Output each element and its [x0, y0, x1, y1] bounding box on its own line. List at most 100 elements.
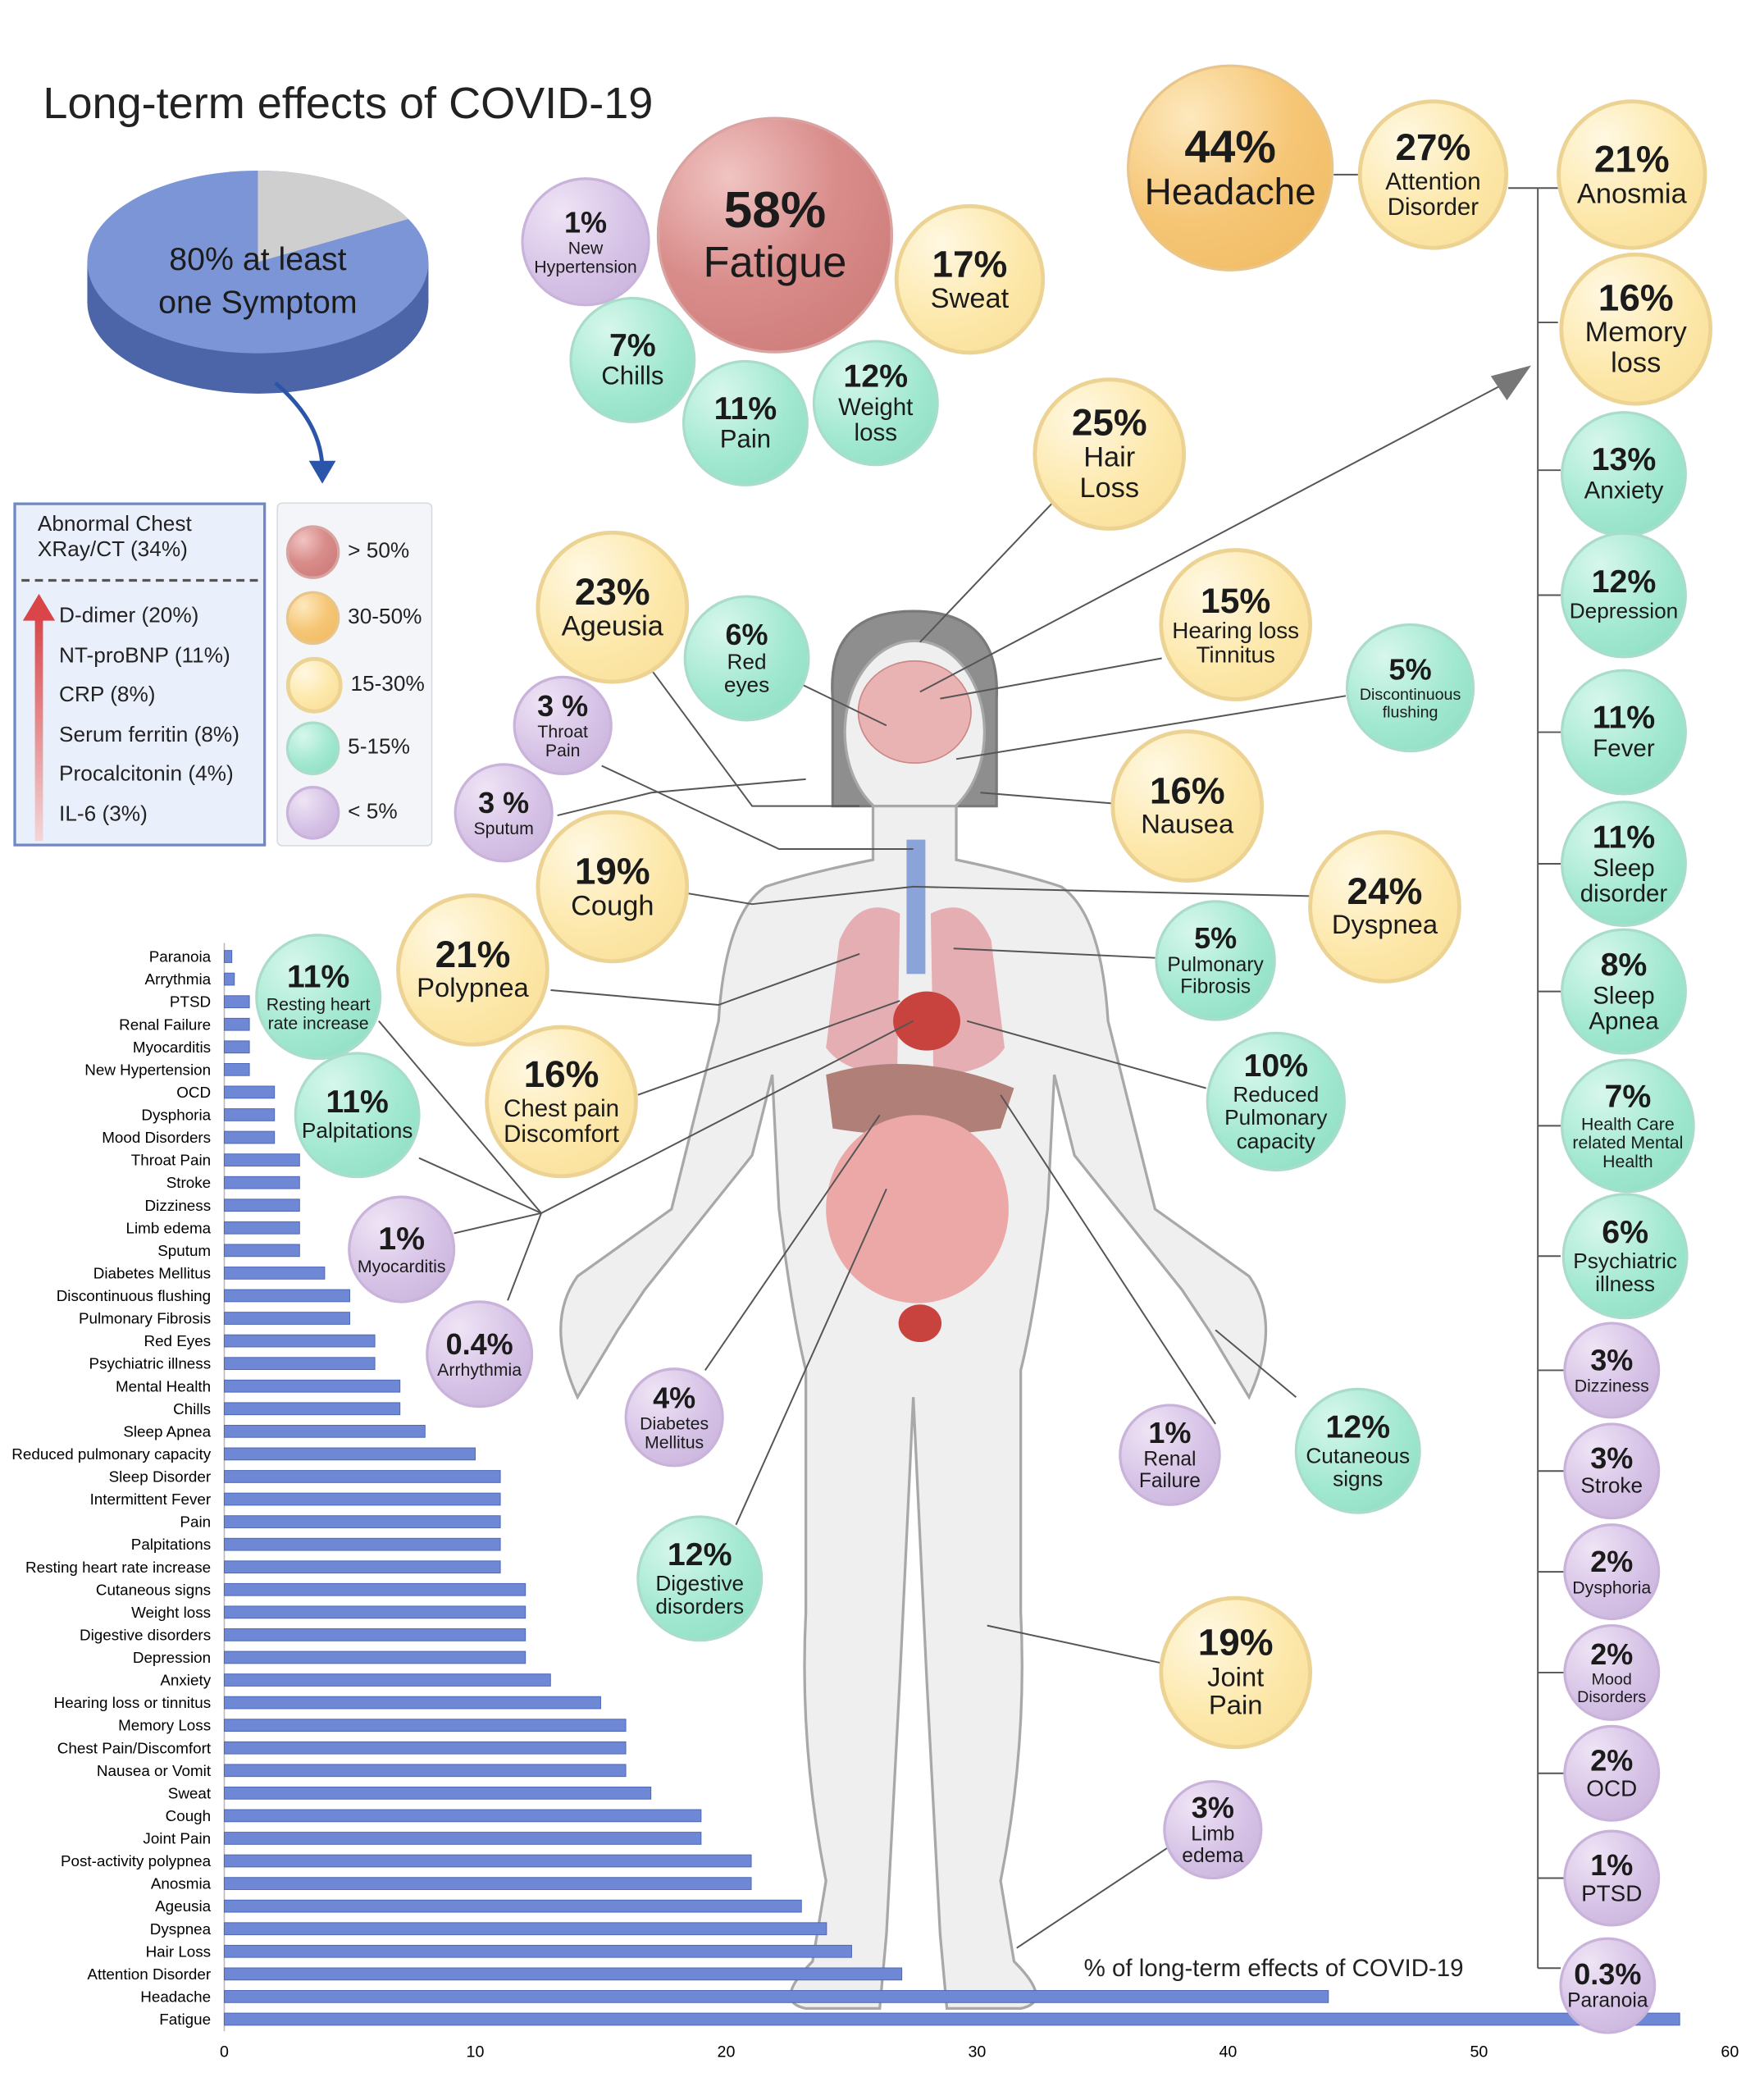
category-label: Headache [140, 1988, 211, 2005]
category-label: Cough [166, 1807, 211, 1824]
page-title: Long-term effects of COVID-19 [43, 77, 654, 128]
bubble-percent: 2% [1590, 1545, 1634, 1579]
bar [224, 1967, 903, 1981]
symptom-bubble: 11%Sleep disorder [1561, 801, 1687, 928]
symptom-bubble: 21%Polypnea [396, 893, 549, 1047]
pie-chart [87, 170, 429, 484]
bubble-percent: 16% [1149, 769, 1225, 812]
symptom-bubble: 13%Anxiety [1561, 411, 1687, 538]
symptom-bubble: 2%Dysphoria [1563, 1523, 1661, 1621]
bubble-percent: 19% [1197, 1622, 1274, 1664]
bubble-percent: 25% [1071, 402, 1147, 444]
bubble-label: Anosmia [1576, 178, 1687, 210]
category-label: Weight loss [131, 1604, 211, 1621]
symptom-bubble: 21%Anosmia [1557, 99, 1707, 250]
legend-item: 5-15% [285, 721, 410, 775]
category-label: Anosmia [151, 1875, 212, 1892]
bubble-label: Resting heart rate increase [266, 993, 371, 1034]
bar [224, 1515, 501, 1528]
heart-icon [893, 991, 960, 1051]
bubble-percent: 12% [667, 1536, 732, 1573]
symptom-bubble: 1%New Hypertension [521, 177, 650, 307]
bubble-percent: 16% [1598, 276, 1674, 319]
category-label: Hair Loss [146, 1942, 212, 1960]
bubble-label: Headache [1144, 171, 1316, 213]
bar [224, 1447, 476, 1461]
category-label: Mood Disorders [102, 1129, 211, 1146]
lab-markers-box: Abnormal Chest XRay/CT (34%) D-dimer (20… [13, 502, 267, 847]
bar [224, 1673, 551, 1687]
bubble-percent: 15% [1201, 579, 1271, 620]
arrow-icon [274, 381, 325, 471]
symptom-bubble: 3%Limb edema [1163, 1779, 1263, 1880]
symptom-bubble: 58%Fatigue [656, 116, 894, 354]
bubble-percent: 8% [1600, 946, 1648, 984]
symptom-bubble: 5%Discontinuous flushing [1345, 623, 1475, 753]
category-label: Chills [173, 1400, 211, 1418]
category-label: Pain [180, 1513, 211, 1531]
bar [224, 1650, 527, 1664]
category-label: Intermittent Fever [90, 1491, 212, 1508]
x-tick-label: 20 [718, 2043, 736, 2061]
bar [224, 1176, 300, 1189]
x-tick-label: 50 [1470, 2043, 1488, 2061]
legend-item: 30-50% [285, 591, 422, 646]
category-label: Attention Disorder [87, 1965, 211, 1983]
pie-label: 80% at least one Symptom [158, 241, 358, 322]
bubble-label: OCD [1586, 1775, 1638, 1801]
bubble-label: Digestive disorders [655, 1573, 745, 1619]
category-label: Sputum [157, 1242, 211, 1259]
bar [224, 995, 250, 1009]
category-label: Palpitations [131, 1536, 211, 1553]
symptom-bubble: 12%Digestive disorders [636, 1515, 764, 1642]
symptom-bubble: 0.3%Paranoia [1559, 1937, 1657, 2034]
bubble-label: Anxiety [1584, 477, 1664, 504]
bar [224, 1944, 852, 1958]
bar [224, 1854, 752, 1868]
arrowhead-icon [1490, 365, 1531, 401]
symptom-bubble: 7%Health Care related Mental Health [1561, 1058, 1695, 1194]
category-label: Renal Failure [119, 1016, 211, 1033]
category-label: Sleep Disorder [109, 1468, 212, 1486]
symptom-bubble: 12%Weight loss [812, 340, 939, 467]
bubble-percent: 2% [1590, 1637, 1634, 1672]
bar [224, 1786, 652, 1800]
bubble-percent: 17% [932, 242, 1008, 285]
bubble-percent: 4% [653, 1381, 696, 1415]
bar [224, 1877, 752, 1890]
bubble-label: Myocarditis [357, 1256, 446, 1276]
bubble-percent: 16% [523, 1053, 599, 1096]
bubble-percent: 12% [843, 358, 909, 395]
bubble-label: Pain [719, 425, 772, 454]
x-tick-label: 0 [220, 2043, 229, 2061]
bubble-label: Joint Pain [1207, 1662, 1265, 1722]
bubble-percent: 12% [1591, 564, 1657, 601]
bar [224, 1741, 627, 1755]
symptom-bubble: 19%Joint Pain [1159, 1596, 1313, 1750]
bubble-percent: 2% [1590, 1743, 1634, 1778]
bubble-percent: 12% [1325, 1408, 1391, 1445]
symptom-bubble: 25%Hair Loss [1033, 377, 1187, 531]
bubble-percent: 11% [1592, 819, 1656, 856]
symptom-bubble: 24%Dyspnea [1308, 830, 1461, 984]
bubble-label: Limb edema [1182, 1822, 1244, 1868]
symptom-bubble: 1%Renal Failure [1119, 1404, 1221, 1506]
bar [224, 2012, 1680, 2026]
bar [224, 1334, 376, 1348]
bar [224, 1719, 627, 1732]
bubble-percent: 10% [1243, 1048, 1309, 1084]
bar [224, 1402, 401, 1416]
legend-item: < 5% [285, 786, 398, 840]
category-label: Dysphoria [141, 1107, 211, 1124]
category-label: Mental Health [116, 1377, 211, 1395]
bubble-label: Fever [1593, 735, 1655, 762]
category-label: Paranoia [149, 948, 212, 966]
category-label: Digestive disorders [80, 1626, 211, 1643]
bubble-percent: 19% [574, 849, 650, 892]
bubble-percent: 58% [723, 183, 827, 240]
bubble-percent: 3 % [478, 786, 530, 820]
category-label: Dyspnea [150, 1920, 212, 1938]
bubble-percent: 3 % [537, 689, 589, 724]
category-label: Memory Loss [118, 1717, 211, 1734]
bubble-label: Sputum [473, 818, 534, 838]
